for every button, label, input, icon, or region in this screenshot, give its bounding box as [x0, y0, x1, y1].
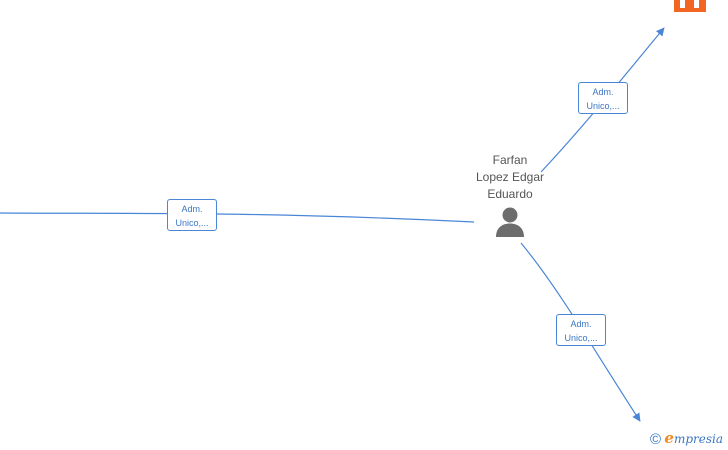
- edge-label-bottom-right-line-1: Adm.: [570, 319, 592, 329]
- person-name[interactable]: Farfan Lopez Edgar Eduardo: [462, 152, 558, 203]
- copyright-icon: ©: [650, 431, 662, 448]
- person-icon[interactable]: [495, 206, 525, 238]
- edge-label-top-right-line-1: Adm.: [592, 87, 614, 97]
- brand-name: mpresia: [673, 432, 724, 446]
- edge-label-top-right[interactable]: Adm. Unico,...: [578, 82, 628, 114]
- edge-label-bottom-right-line-2: Unico,...: [564, 333, 598, 343]
- person-name-line-3: Eduardo: [487, 187, 533, 201]
- edge-label-bottom-right[interactable]: Adm. Unico,...: [556, 314, 606, 346]
- edge-label-top-right-line-2: Unico,...: [586, 101, 620, 111]
- edge-label-left-line-2: Unico,...: [175, 218, 209, 228]
- edge-label-left[interactable]: Adm. Unico,...: [167, 199, 217, 231]
- brand-initial: e: [664, 429, 674, 447]
- building-icon[interactable]: [674, 0, 706, 12]
- person-name-line-1: Farfan: [492, 153, 528, 167]
- edge-label-left-line-1: Adm.: [181, 204, 203, 214]
- footer-brand: © empresia: [650, 429, 723, 449]
- edge-line-left: [0, 212, 475, 223]
- person-name-line-2: Lopez Edgar: [475, 170, 545, 184]
